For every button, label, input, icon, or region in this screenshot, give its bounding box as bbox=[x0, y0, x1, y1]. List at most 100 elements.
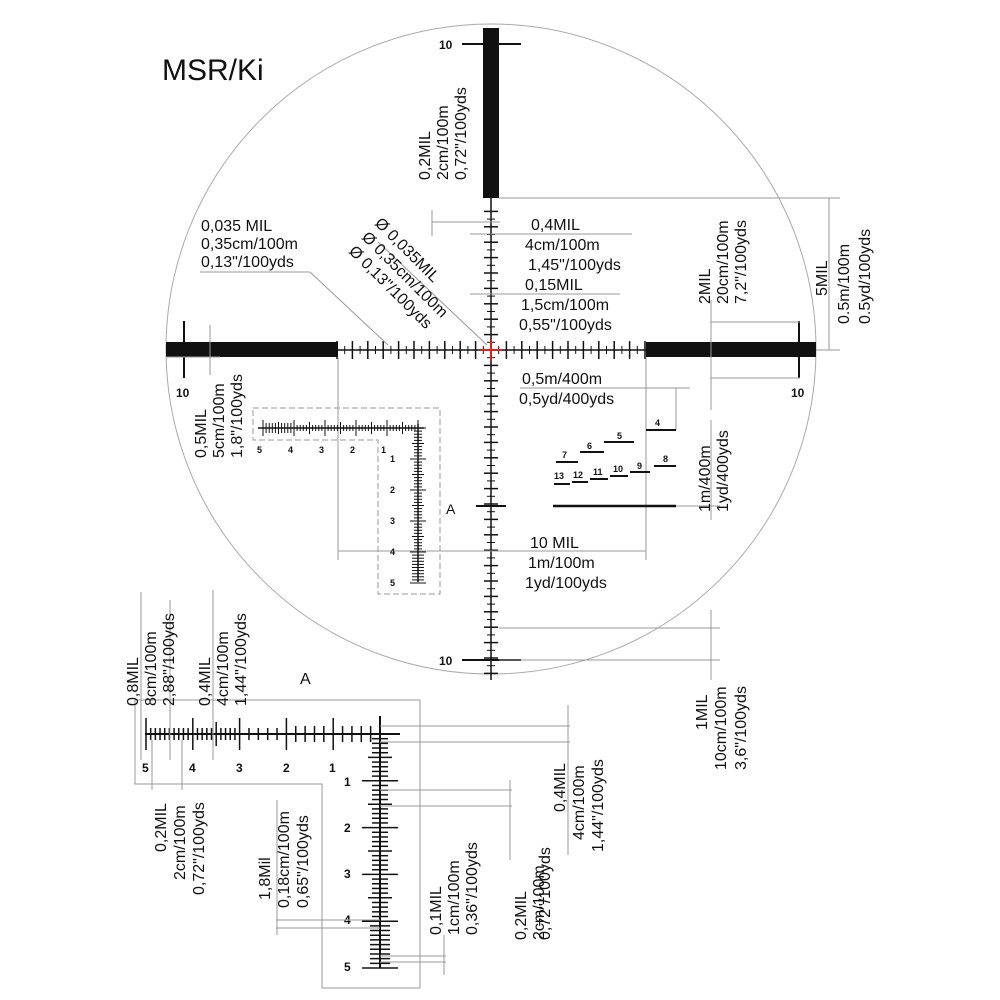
callout-line-2: 0,35cm/100m bbox=[201, 236, 298, 253]
svg-text:4cm/100m: 4cm/100m bbox=[215, 631, 232, 706]
mini-scale-frame bbox=[252, 407, 441, 595]
callout-line-1: 5MIL bbox=[814, 260, 831, 296]
detail-callout-space: 1,8Mil 0,18cm/100m 0,65"/100yds bbox=[257, 811, 312, 908]
callout-line-2: 0,5yd/400yds bbox=[519, 391, 614, 408]
callout-line-1: 10 MIL bbox=[530, 535, 579, 552]
callout-range-step: 0,5m/400m 0,5yd/400yds bbox=[519, 371, 614, 408]
svg-text:4: 4 bbox=[189, 761, 196, 775]
range-number-13: 13 bbox=[554, 471, 564, 481]
svg-text:3: 3 bbox=[236, 761, 243, 775]
range-number-12: 12 bbox=[573, 470, 583, 480]
detail-a-heading: A bbox=[300, 671, 311, 688]
callout-line-3: 0.5yd/100yds bbox=[857, 229, 874, 324]
range-number-6: 6 bbox=[587, 441, 592, 451]
callout-line-1: 0,5MIL bbox=[193, 409, 210, 458]
callout-line-3: 1yd/100yds bbox=[525, 575, 607, 592]
callout-post-width: 0,2MIL 2cm/100m 0,72"/100yds bbox=[417, 87, 470, 180]
callout-line-3: 7,2"/100yds bbox=[733, 220, 750, 304]
svg-text:5: 5 bbox=[257, 445, 262, 455]
svg-text:5: 5 bbox=[344, 960, 351, 974]
svg-text:0,36"/100yds: 0,36"/100yds bbox=[464, 842, 481, 935]
right-end-number: 10 bbox=[791, 386, 805, 400]
svg-text:4: 4 bbox=[288, 445, 293, 455]
svg-text:2: 2 bbox=[390, 485, 395, 495]
callout-line-2: 1yd/400yds bbox=[715, 430, 732, 512]
range-number-9: 9 bbox=[637, 461, 642, 471]
callout-line-3: 3,6"/100yds bbox=[733, 686, 750, 770]
svg-text:0,4MIL: 0,4MIL bbox=[552, 763, 569, 812]
range-number-4: 4 bbox=[655, 418, 660, 428]
callout-line-1: 0,2MIL bbox=[417, 131, 434, 180]
svg-text:2: 2 bbox=[283, 761, 290, 775]
post-top bbox=[483, 28, 499, 198]
callout-line-3: 0,55"/100yds bbox=[519, 317, 612, 334]
callout-line-2: 10cm/100m bbox=[713, 686, 730, 770]
post-left bbox=[166, 342, 338, 357]
dimension-lines bbox=[166, 197, 840, 680]
mini-scale-ticks bbox=[262, 420, 426, 584]
callout-post-height: 2MIL 20cm/100m 7,2"/100yds bbox=[697, 220, 750, 304]
left-end-number: 10 bbox=[176, 386, 190, 400]
callout-line-2: 5cm/100m bbox=[211, 383, 228, 458]
detail-h-numbers: 5 4 3 2 1 bbox=[142, 761, 336, 775]
svg-text:1,44"/100yds: 1,44"/100yds bbox=[590, 759, 607, 852]
callout-line-1: 0,5m/400m bbox=[522, 371, 602, 388]
svg-text:1: 1 bbox=[329, 761, 336, 775]
svg-text:2: 2 bbox=[344, 821, 351, 835]
svg-text:1,8Mil: 1,8Mil bbox=[257, 857, 274, 900]
detail-marker-a: A bbox=[446, 501, 456, 517]
detail-dimension-lines bbox=[140, 590, 570, 975]
range-number-8: 8 bbox=[663, 454, 668, 464]
svg-text:0,8MIL: 0,8MIL bbox=[125, 657, 142, 706]
callout-range-bar: 1m/400m 1yd/400yds bbox=[697, 430, 732, 512]
callout-line-3: 0,72"/100yds bbox=[453, 87, 470, 180]
svg-text:2cm/100m: 2cm/100m bbox=[172, 805, 189, 880]
range-number-5: 5 bbox=[617, 431, 622, 441]
svg-text:1: 1 bbox=[344, 775, 351, 789]
callout-line-1: 1MIL bbox=[694, 694, 711, 730]
detail-a-frame bbox=[134, 699, 421, 989]
svg-text:1: 1 bbox=[381, 445, 386, 455]
range-number-7: 7 bbox=[562, 450, 567, 460]
callout-line-2: 1,5cm/100m bbox=[521, 297, 609, 314]
range-number-10: 10 bbox=[613, 464, 623, 474]
detail-callout-mid-tick: 0,4MIL 4cm/100m 1,44"/100yds bbox=[197, 613, 250, 706]
svg-text:1: 1 bbox=[390, 454, 395, 464]
svg-text:8cm/100m: 8cm/100m bbox=[143, 631, 160, 706]
mini-scale-h-numbers: 5 4 3 2 1 bbox=[257, 445, 386, 455]
top-end-number: 10 bbox=[439, 38, 453, 52]
detail-callout-small-tick: 0,2MIL 2cm/100m 0,72"/100yds bbox=[153, 802, 208, 895]
svg-text:0,4MIL: 0,4MIL bbox=[197, 657, 214, 706]
svg-text:2,88"/100yds: 2,88"/100yds bbox=[161, 613, 178, 706]
svg-text:0,1MIL: 0,1MIL bbox=[428, 886, 445, 935]
svg-text:5: 5 bbox=[390, 578, 395, 588]
callout-one-mil: 1MIL 10cm/100m 3,6"/100yds bbox=[694, 686, 750, 770]
callout-line-2: 0.5m/100m bbox=[836, 244, 853, 324]
callout-line-1: 0,4MIL bbox=[531, 217, 580, 234]
detail-callout-v-min: 0,1MIL 1cm/100m 0,36"/100yds bbox=[428, 842, 481, 935]
svg-text:3: 3 bbox=[319, 445, 324, 455]
callout-line-2: 2cm/100m bbox=[435, 105, 452, 180]
callout-line-1: 0,15MIL bbox=[525, 277, 583, 294]
rangefinder-bars bbox=[553, 429, 676, 508]
callout-line-2: 1m/100m bbox=[528, 555, 595, 572]
svg-text:0,18cm/100m: 0,18cm/100m bbox=[276, 811, 293, 908]
center-dot bbox=[480, 339, 502, 361]
callout-line-3: 1,8"/100yds bbox=[229, 374, 246, 458]
detail-callout-v-long: 0,4MIL 4cm/100m 1,44"/100yds bbox=[552, 759, 607, 852]
svg-text:0,65"/100yds: 0,65"/100yds bbox=[295, 815, 312, 908]
callout-thin-line-h: 0,035 MIL 0,35cm/100m 0,13"/100yds bbox=[201, 218, 298, 271]
callout-line-1: 1m/400m bbox=[697, 445, 714, 512]
range-number-11: 11 bbox=[593, 467, 603, 477]
svg-text:2cm/100m: 2cm/100m bbox=[531, 865, 548, 940]
mil-tick-marks bbox=[336, 210, 646, 675]
rangefinder-numbers: 4 5 6 7 8 9 10 11 12 13 bbox=[554, 418, 668, 481]
callout-line-1: 2MIL bbox=[697, 268, 714, 304]
callout-tick-015: 0,15MIL 1,5cm/100m 0,55"/100yds bbox=[519, 277, 612, 334]
callout-line-3: 0,13"/100yds bbox=[201, 254, 294, 271]
callout-line-2: 4cm/100m bbox=[525, 237, 600, 254]
detail-callout-v-short: 0,2MIL 2cm/100m 0,72"/100yds bbox=[513, 847, 554, 940]
callout-left-post: 0,5MIL 5cm/100m 1,8"/100yds bbox=[193, 374, 246, 458]
svg-text:0,72"/100yds: 0,72"/100yds bbox=[537, 847, 554, 940]
